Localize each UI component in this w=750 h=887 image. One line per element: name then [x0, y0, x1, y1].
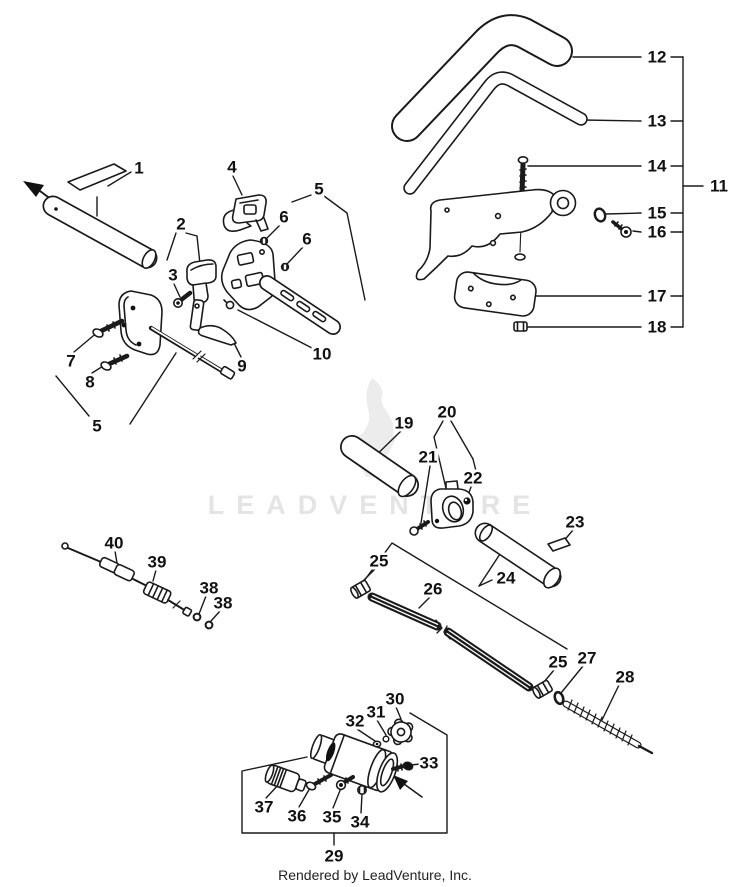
grip-tube-part-19 [340, 435, 419, 498]
cable-end-part-38b [204, 620, 214, 630]
nut-part-18 [513, 321, 528, 332]
part-callout: 23 [564, 512, 586, 532]
assembly-arrow-icon [393, 775, 423, 798]
part-callout: 5 [313, 179, 325, 199]
spider-coupling-part-30 [387, 718, 414, 746]
rendered-by-credit: Rendered by LeadVenture, Inc. [278, 867, 472, 883]
screw-part-8 [100, 353, 130, 371]
screw-part-3 [173, 290, 193, 308]
leader-lines [55, 56, 704, 846]
handle-bracket-upper [415, 188, 577, 281]
part-callout: 7 [65, 351, 77, 371]
part-callout: 25 [547, 652, 569, 672]
screw-part-14 [517, 156, 529, 197]
nut-part-34 [356, 784, 367, 795]
part-callout: 11 [709, 176, 729, 196]
part-callout: 39 [146, 552, 168, 572]
part-callout: 30 [384, 689, 406, 709]
part-callout: 38 [212, 593, 234, 613]
part-callout: 29 [323, 846, 345, 866]
part-callout: 34 [349, 812, 371, 832]
decal-part-23 [547, 537, 571, 552]
part-callout: 15 [646, 203, 668, 223]
part-callout: 10 [311, 344, 333, 364]
part-callout: 28 [614, 667, 636, 687]
clamp-half-part-2 [186, 259, 217, 304]
part-callout: 13 [646, 111, 668, 131]
washer-part-31 [382, 735, 390, 743]
watermark-text: LEADVENTURE [208, 490, 543, 520]
part-callout: 14 [646, 156, 668, 176]
part-callout: 27 [576, 648, 598, 668]
part-callout: 4 [226, 157, 238, 177]
liner-part-28 [562, 699, 654, 755]
part-callout: 2 [175, 214, 187, 234]
lower-shaft-tube-part-24 [474, 522, 562, 589]
part-callout: 35 [321, 807, 343, 827]
nut-part-6a [259, 236, 269, 246]
part-callout: 12 [646, 47, 668, 67]
screw-part-7 [92, 318, 125, 338]
nut-part-25-left [350, 579, 371, 599]
nut-part-25-right [532, 679, 553, 699]
screw-part-36 [305, 773, 333, 791]
part-callout: 8 [84, 372, 96, 392]
handlebar-part-13 [403, 71, 588, 195]
bushing-part-37 [264, 764, 307, 793]
part-callout: 32 [344, 711, 366, 731]
washer-part-27 [553, 690, 565, 706]
part-callout: 40 [103, 533, 125, 553]
part-callout: 31 [365, 702, 387, 722]
part-callout: 1 [133, 158, 145, 178]
part-callout: 37 [253, 797, 275, 817]
part-callout: 20 [436, 402, 458, 422]
part-callout: 3 [167, 265, 179, 285]
driveshaft-housing-tube [42, 195, 158, 269]
part-callout: 9 [236, 356, 248, 376]
decal-part-1 [67, 163, 127, 191]
throttle-rod [148, 325, 236, 380]
callout-bracket-11 [682, 56, 704, 328]
hanger-clamp-part-20 [430, 480, 474, 529]
part-callout: 38 [198, 578, 220, 598]
screw-part-33 [391, 761, 414, 772]
part-callout: 17 [646, 286, 668, 306]
clutch-drum-housing [309, 733, 399, 793]
screw-part-35 [335, 775, 355, 791]
part-callout: 18 [646, 317, 668, 337]
flex-driveshaft-part-26 [367, 592, 534, 692]
callout-bracket-29 [241, 712, 448, 846]
part-callout: 36 [286, 806, 308, 826]
foam-grip-part-12 [391, 14, 573, 142]
part-callout: 24 [495, 568, 517, 588]
throttle-trigger-part-9 [189, 299, 237, 346]
throttle-cable-part-40 [61, 542, 193, 617]
screw-part-21 [409, 520, 430, 536]
part-callout: 33 [418, 753, 440, 773]
part-callout: 16 [646, 222, 668, 242]
handle-housing-left [118, 290, 163, 356]
washer-part-32 [372, 740, 382, 748]
screw-part-16 [611, 220, 632, 238]
handle-housing-right [220, 239, 341, 335]
nut-part-22 [463, 497, 471, 505]
cable-end-part-38a [192, 612, 202, 622]
part-callout: 21 [417, 447, 439, 467]
clip-part-10 [223, 299, 235, 310]
oring-part-15 [593, 207, 607, 223]
part-callout: 6 [278, 207, 290, 227]
part-callout: 25 [368, 551, 390, 571]
part-callout: 26 [422, 579, 444, 599]
part-callout: 22 [462, 468, 484, 488]
nut-part-6b [280, 262, 290, 272]
part-callout: 19 [393, 413, 415, 433]
part-callout: 6 [301, 229, 313, 249]
clamp-lower-part-17 [453, 271, 537, 317]
throttle-trigger-part-4 [222, 194, 269, 232]
part-callout: 5 [91, 416, 103, 436]
